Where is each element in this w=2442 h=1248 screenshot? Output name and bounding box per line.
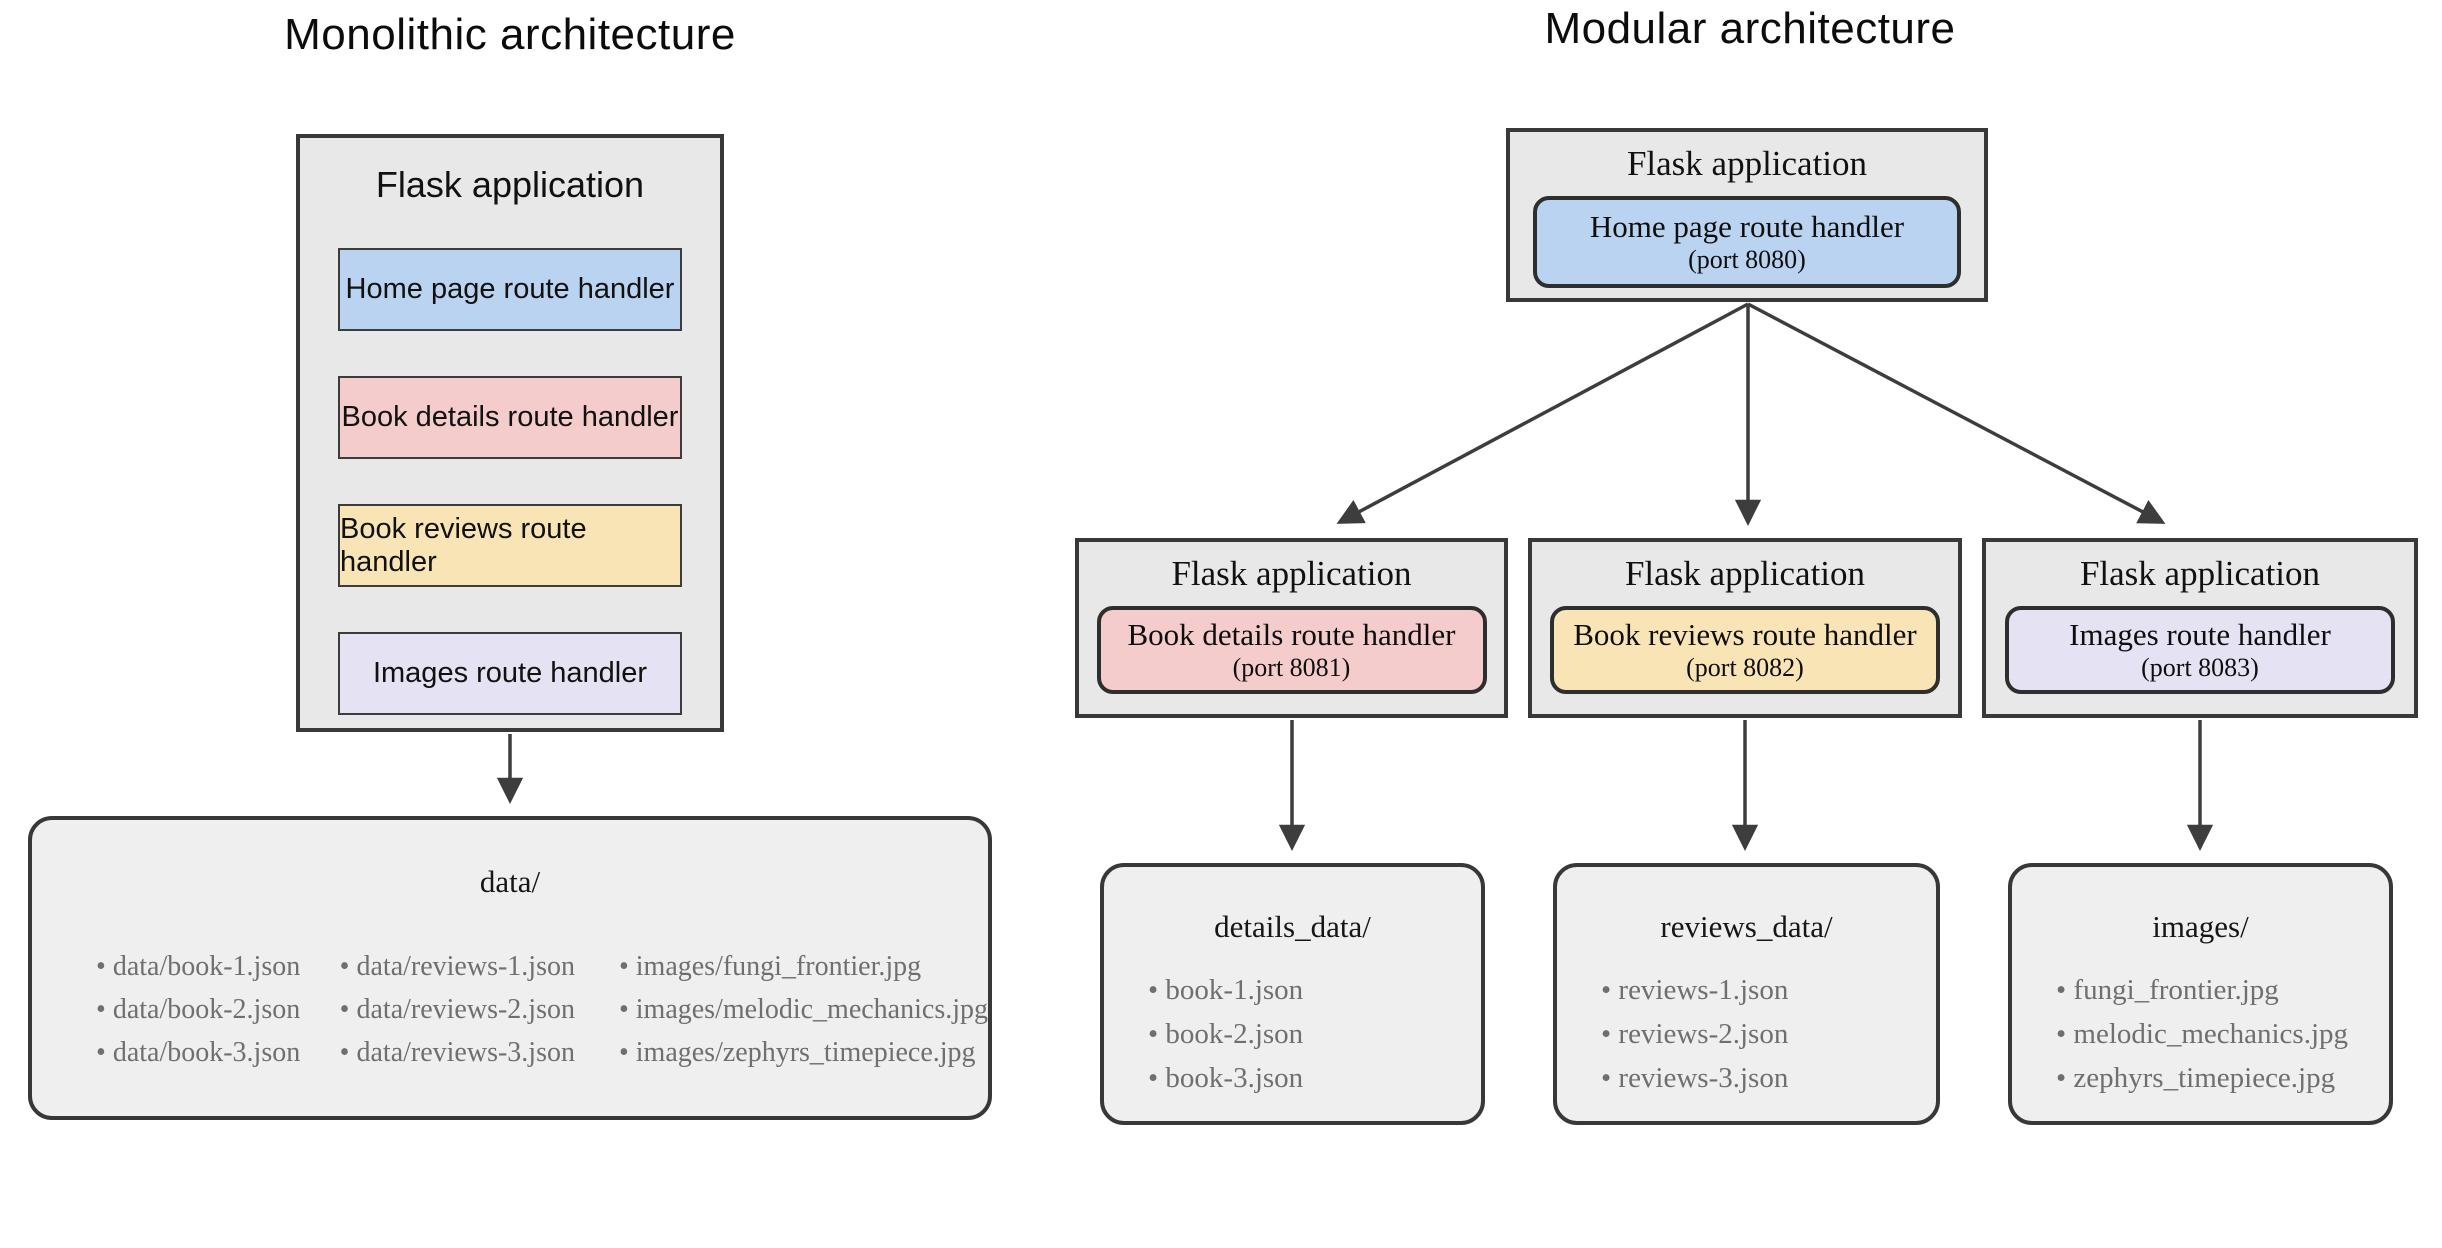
arrow-root-to-images <box>1747 302 2166 524</box>
handler-book-reviews: Book reviews route handler (port 8082) <box>1550 606 1940 694</box>
monolithic-title: Monolithic architecture <box>284 10 736 59</box>
file-item: data/reviews-3.json <box>340 1031 619 1074</box>
images-store-box: images/ fungi_frontier.jpg melodic_mecha… <box>2008 863 2393 1125</box>
file-item: data/reviews-2.json <box>340 988 619 1031</box>
handler-list: Home page route handler Book details rou… <box>300 248 720 715</box>
handler-book-reviews: Book reviews route handler <box>338 504 682 587</box>
modular-reviews-app-box: Flask application Book reviews route han… <box>1528 538 1962 718</box>
file-item: data/reviews-1.json <box>340 945 619 988</box>
file-item: data/book-3.json <box>96 1031 340 1074</box>
file-item: images/zephyrs_timepiece.jpg <box>619 1031 988 1074</box>
store-title: images/ <box>2152 909 2249 944</box>
file-item: zephyrs_timepiece.jpg <box>2056 1056 2389 1100</box>
store-title: reviews_data/ <box>1660 909 1833 944</box>
handler-home-page: Home page route handler <box>338 248 682 331</box>
file-item: data/book-1.json <box>96 945 340 988</box>
handler-images: Images route handler (port 8083) <box>2005 606 2395 694</box>
file-list: reviews-1.json reviews-2.json reviews-3.… <box>1557 968 1936 1100</box>
handler-book-details: Book details route handler <box>338 376 682 459</box>
handler-port: (port 8082) <box>1686 653 1804 682</box>
file-list: fungi_frontier.jpg melodic_mechanics.jpg… <box>2012 968 2389 1100</box>
handler-home-page: Home page route handler (port 8080) <box>1533 196 1961 288</box>
data-store-box: data/ data/book-1.json data/book-2.json … <box>28 816 992 1120</box>
file-item: reviews-1.json <box>1601 968 1936 1012</box>
app-title: Flask application <box>2079 554 2321 593</box>
handler-label: Home page route handler <box>1589 209 1905 244</box>
file-item: data/book-2.json <box>96 988 340 1031</box>
monolithic-flask-app-box: Flask application Home page route handle… <box>296 134 724 732</box>
app-title: Flask application <box>1624 554 1866 593</box>
handler-label: Images route handler <box>2069 617 2331 652</box>
app-title: Flask application <box>1171 554 1412 593</box>
modular-title: Modular architecture <box>1544 4 1956 53</box>
arrow-root-to-details <box>1336 302 1749 524</box>
handler-images: Images route handler <box>338 632 682 715</box>
file-columns: data/book-1.json data/book-2.json data/b… <box>32 945 988 1074</box>
handler-label: Book details route handler <box>1127 617 1456 652</box>
handler-port: (port 8080) <box>1688 245 1806 274</box>
handler-book-details: Book details route handler (port 8081) <box>1096 606 1487 694</box>
reviews-data-store-box: reviews_data/ reviews-1.json reviews-2.j… <box>1553 863 1940 1125</box>
store-title: details_data/ <box>1214 909 1371 944</box>
file-column-books: data/book-1.json data/book-2.json data/b… <box>96 945 340 1074</box>
app-title: Flask application <box>1626 144 1868 183</box>
handler-label: Book reviews route handler <box>1573 617 1917 652</box>
modular-root-app-box: Flask application Home page route handle… <box>1506 128 1988 302</box>
details-data-store-box: details_data/ book-1.json book-2.json bo… <box>1100 863 1485 1125</box>
file-item: images/fungi_frontier.jpg <box>619 945 988 988</box>
file-column-images: images/fungi_frontier.jpg images/melodic… <box>619 945 988 1074</box>
file-item: fungi_frontier.jpg <box>2056 968 2389 1012</box>
handler-port: (port 8083) <box>2141 653 2259 682</box>
file-item: reviews-2.json <box>1601 1012 1936 1056</box>
file-item: melodic_mechanics.jpg <box>2056 1012 2389 1056</box>
modular-details-app-box: Flask application Book details route han… <box>1075 538 1508 718</box>
file-item: book-1.json <box>1148 968 1481 1012</box>
file-item: book-2.json <box>1148 1012 1481 1056</box>
file-item: images/melodic_mechanics.jpg <box>619 988 988 1031</box>
file-list: book-1.json book-2.json book-3.json <box>1104 968 1481 1100</box>
store-title: data/ <box>479 864 541 899</box>
file-item: book-3.json <box>1148 1056 1481 1100</box>
handler-port: (port 8081) <box>1232 653 1351 682</box>
modular-images-app-box: Flask application Images route handler (… <box>1982 538 2418 718</box>
file-item: reviews-3.json <box>1601 1056 1936 1100</box>
app-title: Flask application <box>375 164 645 205</box>
file-column-reviews: data/reviews-1.json data/reviews-2.json … <box>340 945 619 1074</box>
